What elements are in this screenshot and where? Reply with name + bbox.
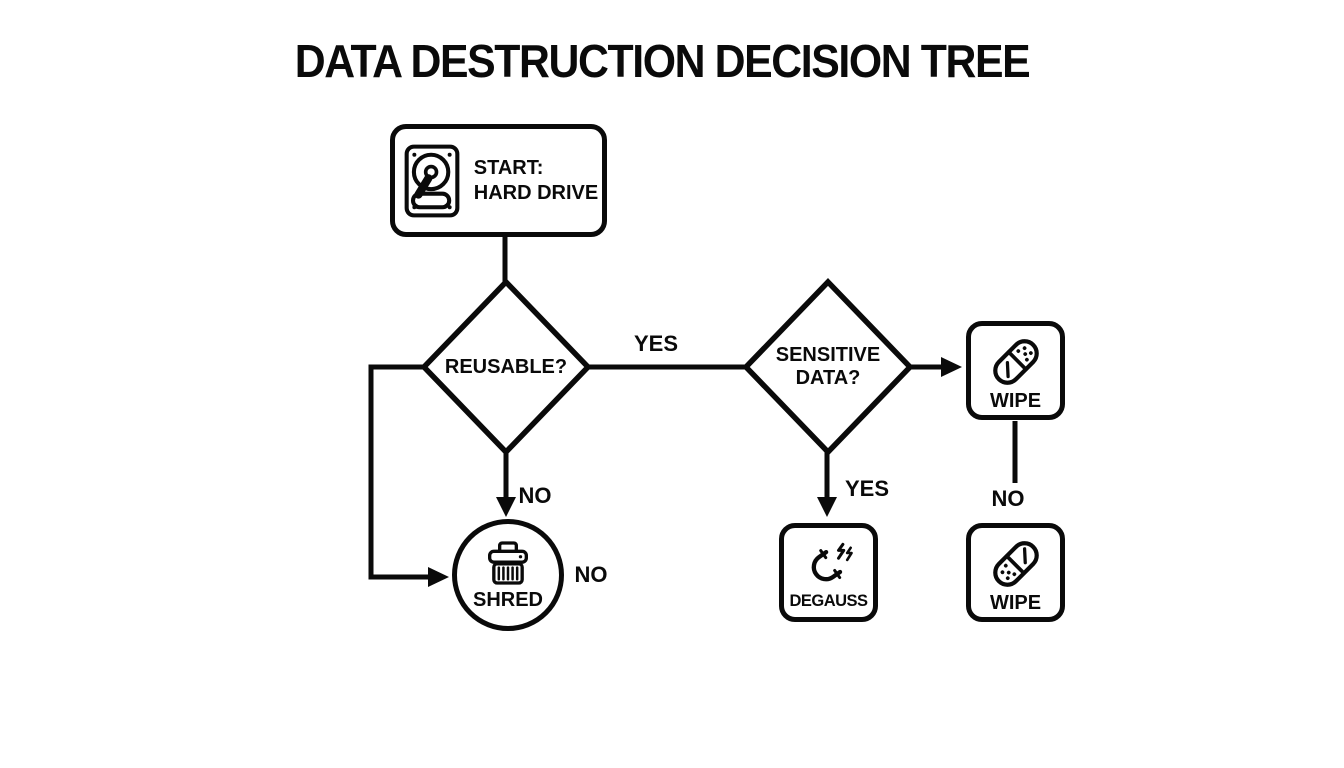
edge-label-yes-sensitive: YES: [844, 476, 890, 501]
node-decision-reusable: REUSABLE?: [420, 278, 592, 456]
arrowhead-sensitive-to-degauss: [817, 497, 837, 517]
edge-label-no-shred-side: NO: [574, 562, 608, 587]
node-wipe-bottom: WIPE: [966, 523, 1065, 622]
shred-label: SHRED: [472, 589, 543, 611]
node-start-hard-drive: START: HARD DRIVE: [390, 124, 607, 237]
sensitive-data-label: SENSITIVE DATA?: [775, 344, 881, 389]
node-degauss: DEGAUSS: [779, 523, 878, 622]
node-decision-sensitive-data: SENSITIVE DATA?: [742, 278, 914, 456]
reusable-label: REUSABLE?: [444, 355, 568, 378]
edge-reusable-left-to-shred: [368, 364, 428, 580]
wipe-bottom-label: WIPE: [989, 592, 1042, 614]
bandage-icon: [988, 536, 1044, 592]
edge-label-no-wipe: NO: [991, 486, 1025, 511]
node-shred: SHRED: [452, 519, 564, 631]
shredder-icon: [483, 538, 533, 588]
hard-drive-icon: [403, 143, 461, 219]
arrowhead-left-to-shred: [428, 567, 449, 587]
edge-label-yes-reusable: YES: [633, 331, 679, 356]
magnet-icon: [802, 540, 856, 592]
wipe-top-label: WIPE: [989, 390, 1042, 412]
diamond-shape: [742, 278, 914, 456]
diamond-shape: [420, 278, 592, 456]
start-node-label: START: HARD DRIVE: [473, 156, 599, 204]
page-title: DATA DESTRUCTION DECISION TREE: [294, 35, 1031, 87]
arrowhead-reusable-to-shred: [496, 497, 516, 517]
edge-label-no-reusable: NO: [518, 483, 552, 508]
degauss-label: DEGAUSS: [789, 592, 868, 610]
arrowhead-sensitive-to-wipe: [941, 357, 962, 377]
bandage-icon: [988, 334, 1044, 390]
node-wipe-top: WIPE: [966, 321, 1065, 420]
